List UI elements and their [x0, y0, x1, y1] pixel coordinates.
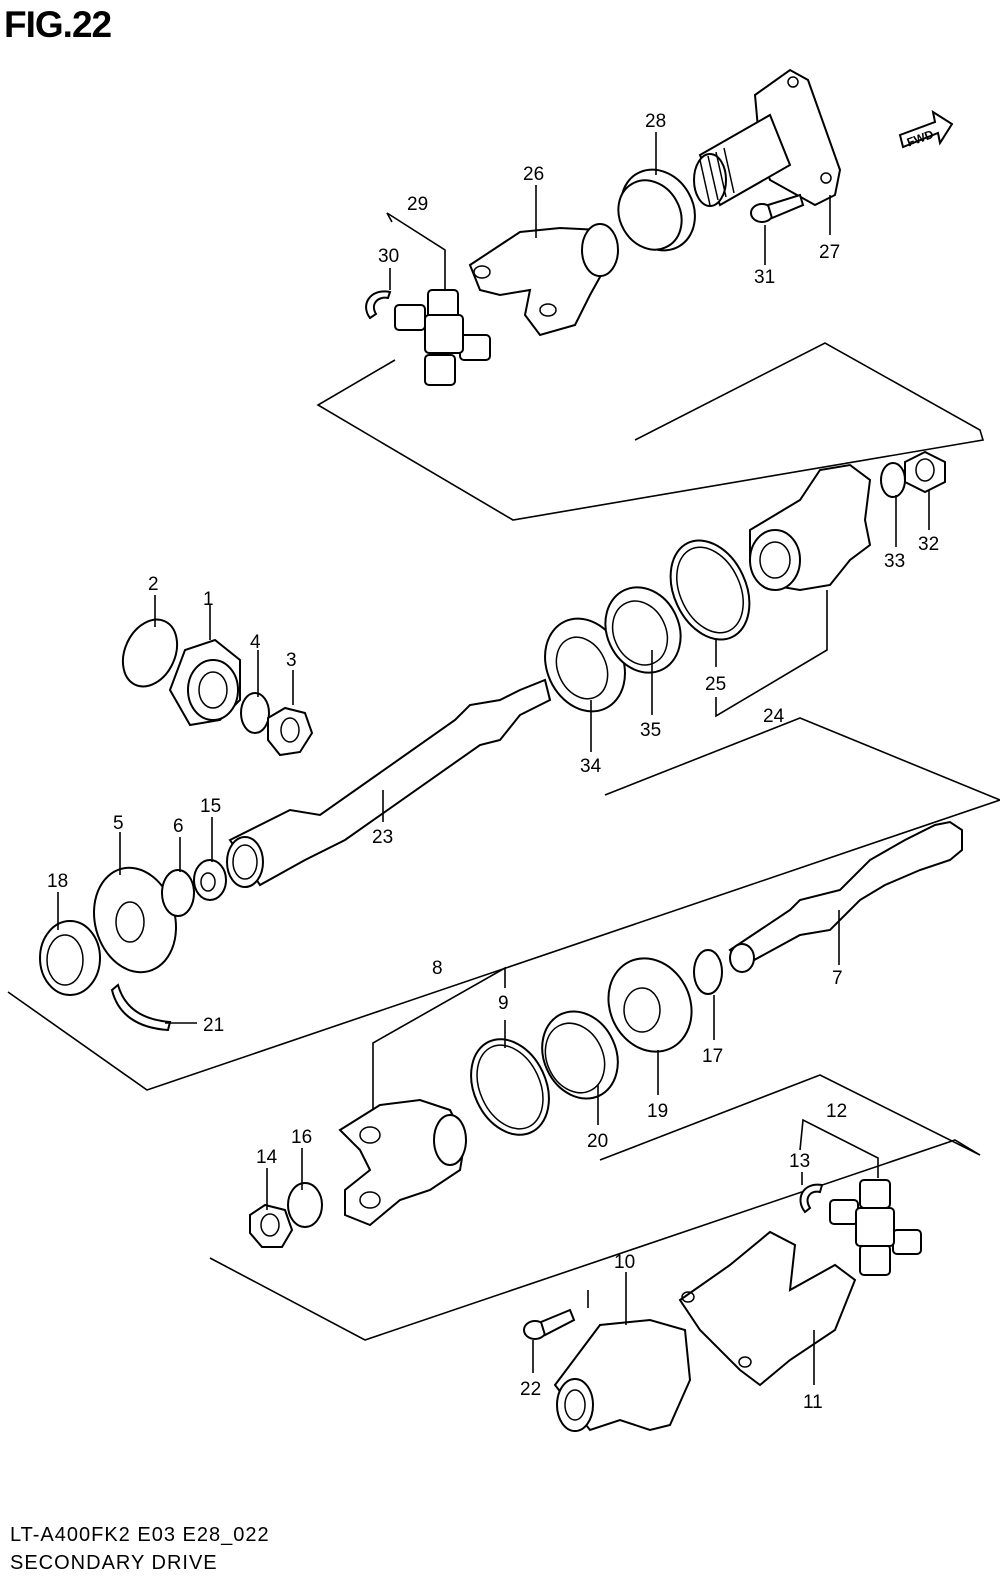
- needle-bearing-part: [39, 920, 101, 996]
- collar-part: [193, 859, 227, 901]
- callout-11: 11: [803, 1392, 823, 1413]
- yoke-part: [468, 223, 619, 337]
- callout-8: 8: [432, 958, 443, 979]
- callout-14: 14: [256, 1147, 278, 1168]
- final-yoke-part: [678, 1230, 857, 1387]
- snap-ring-part: [110, 983, 172, 1032]
- callout-21: 21: [203, 1015, 224, 1036]
- callout-31: 31: [754, 267, 775, 288]
- small-washer-part: [240, 692, 270, 734]
- drive-bearing-part: [607, 957, 693, 1053]
- callout-15: 15: [200, 796, 221, 817]
- callout-4: 4: [250, 632, 261, 653]
- callout-1: 1: [203, 589, 214, 610]
- callout-10: 10: [614, 1252, 635, 1273]
- drive-nut-part: [249, 1203, 294, 1248]
- lower-spider-joint-part: [829, 1179, 922, 1276]
- drive-seal-part: [541, 1010, 619, 1100]
- callout-22: 22: [520, 1379, 541, 1400]
- flange-bolt-part: [750, 193, 805, 223]
- callout-25: 25: [705, 674, 726, 695]
- lower-assembly-frame: [209, 1074, 981, 1341]
- bevel-gear-part: [168, 638, 241, 727]
- callout-23: 23: [372, 827, 393, 848]
- bearing-seal-part: [604, 586, 682, 674]
- callout-32: 32: [918, 534, 939, 555]
- callout-19: 19: [647, 1101, 668, 1122]
- callout-26: 26: [523, 164, 544, 185]
- yoke-washer-part: [880, 462, 906, 498]
- callout-6: 6: [173, 816, 184, 837]
- output-flange-part: [693, 68, 842, 207]
- forward-arrow-icon: FWD: [898, 109, 954, 150]
- middle-yoke-part: [749, 463, 872, 592]
- drive-shaft-part: [728, 820, 963, 973]
- final-flange-bolt-part: [523, 1308, 576, 1340]
- callout-2: 2: [148, 574, 159, 595]
- callout-33: 33: [884, 551, 905, 572]
- propeller-shaft-part: [226, 678, 552, 888]
- gear-washer-part: [121, 618, 179, 688]
- final-flange-part: [553, 1318, 692, 1432]
- circlip-part: [365, 290, 392, 320]
- callout-35: 35: [640, 720, 661, 741]
- callout-18: 18: [47, 871, 68, 892]
- callout-24: 24: [763, 706, 785, 727]
- fwd-label: FWD: [905, 127, 936, 150]
- callout-9: 9: [498, 993, 509, 1014]
- callout-13: 13: [789, 1151, 810, 1172]
- callout-12: 12: [826, 1101, 847, 1122]
- spider-joint-part: [394, 289, 491, 386]
- callout-27: 27: [819, 242, 840, 263]
- diagram-caption: SECONDARY DRIVE: [10, 1552, 218, 1574]
- callout-labels: 1 2 3 4 5 6 7 8 9 10 11 12 13 14 15 16 1…: [47, 111, 939, 1413]
- shaft-oring-part: [693, 949, 723, 995]
- callout-3: 3: [286, 650, 297, 671]
- callout-17: 17: [702, 1046, 723, 1067]
- yoke-seal-part: [470, 1038, 550, 1136]
- callout-5: 5: [113, 813, 124, 834]
- callout-28: 28: [645, 111, 666, 132]
- leader-lines: [57, 132, 930, 1385]
- gear-nut-part: [267, 706, 314, 757]
- upper-assembly-frame: [316, 342, 985, 521]
- yoke-nut-part: [904, 450, 946, 494]
- dust-seal-part: [669, 539, 751, 641]
- oil-seal-part: [617, 168, 696, 252]
- callout-34: 34: [580, 756, 602, 777]
- callout-7: 7: [832, 968, 843, 989]
- callout-20: 20: [587, 1131, 608, 1152]
- lower-circlip-part: [799, 1183, 824, 1214]
- middle-assembly-frame: [7, 717, 1000, 1091]
- callout-16: 16: [291, 1127, 312, 1148]
- drive-yoke-part: [338, 1098, 467, 1227]
- drive-washer-part: [287, 1182, 323, 1228]
- figure-title: FIG.22: [4, 4, 112, 45]
- callout-30: 30: [378, 246, 399, 267]
- model-code: LT-A400FK2 E03 E28_022: [10, 1524, 270, 1546]
- spacer-washer-part: [161, 869, 195, 917]
- callout-29: 29: [407, 194, 428, 215]
